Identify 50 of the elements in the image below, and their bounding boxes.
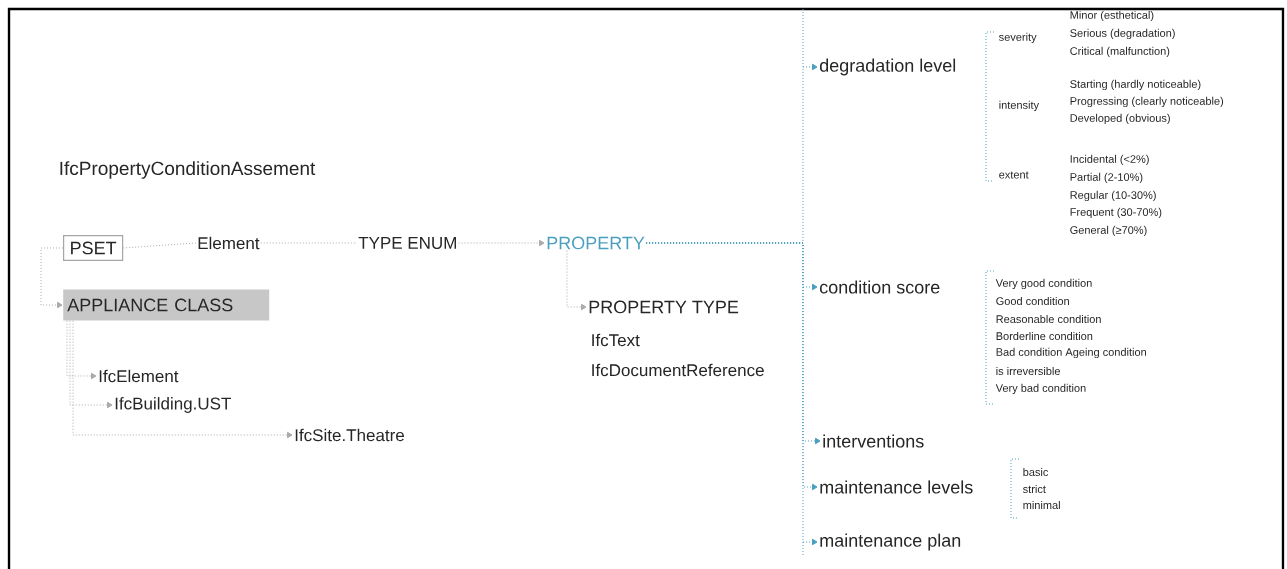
- tree-item-label: TYPE ENUM: [358, 237, 456, 249]
- value-label: Bad condition Ageing condition: [996, 347, 1146, 359]
- tree-item-label: PROPERTY: [547, 236, 645, 250]
- value-label: Partial (2-10%): [1070, 172, 1143, 184]
- value-label: Regular (10-30%): [1070, 190, 1156, 202]
- type-label: IfcDocumentReference: [592, 363, 764, 377]
- value-label: Very bad condition: [995, 383, 1086, 395]
- value-label: basic: [1023, 467, 1049, 477]
- connector-arrow: [645, 242, 818, 546]
- category-label: extent: [999, 171, 1029, 179]
- connector-arrow: [66, 320, 97, 380]
- tree-item-label: degradation level: [819, 58, 956, 76]
- tree-item-label: IfcBuilding.UST: [115, 397, 231, 413]
- value-label: is irreversible: [996, 366, 1060, 376]
- value-label: minimal: [1023, 500, 1060, 510]
- tree-item-label: PROPERTY TYPE: [589, 300, 739, 314]
- value-label: Minor (esthetical): [1070, 10, 1154, 22]
- value-label: Developed (obvious): [1070, 113, 1170, 125]
- type-label: IfcText: [592, 333, 640, 347]
- connector-line: [260, 242, 358, 244]
- connector-arrow: [72, 320, 293, 439]
- value-label: Frequent (30-70%): [1070, 207, 1162, 219]
- category-label: severity: [999, 32, 1037, 44]
- tree-item-label: IfcElement: [99, 369, 179, 383]
- value-label: Very good condition: [995, 278, 1092, 290]
- value-label: Progressing (clearly noticeable): [1070, 96, 1224, 108]
- pset-box: PSET: [63, 235, 124, 261]
- connector-arrow: [40, 247, 64, 309]
- value-label: Good condition: [996, 296, 1069, 306]
- category-label: intensity: [999, 100, 1040, 112]
- value-label: Borderline condition: [996, 331, 1093, 341]
- tree-item-label: maintenance plan: [820, 533, 961, 551]
- value-label: strict: [1023, 484, 1046, 494]
- value-label: Critical (malfunction): [1070, 46, 1170, 58]
- tree-item-label: interventions: [823, 434, 924, 448]
- tree-item-label: maintenance levels: [820, 480, 973, 494]
- tree-item-label: IfcSite.Theatre: [295, 428, 404, 442]
- connector-line: [122, 242, 197, 249]
- connector-arrow: [566, 250, 587, 311]
- title-text: IfcPropertyConditionAssement: [60, 161, 316, 179]
- connector-arrow: [69, 320, 113, 409]
- class-box: APPLIANCE CLASS: [63, 289, 270, 321]
- value-label: Starting (hardly noticeable): [1070, 79, 1201, 91]
- connector-arrow: [458, 239, 545, 247]
- tree-item-label: condition score: [820, 280, 940, 294]
- value-label: Reasonable condition: [996, 314, 1101, 324]
- value-label: Serious (degradation): [1070, 28, 1175, 40]
- value-label: General (≥70%): [1070, 225, 1147, 237]
- value-label: Incidental (<2%): [1070, 154, 1149, 166]
- tree-item-label: Element: [198, 236, 260, 250]
